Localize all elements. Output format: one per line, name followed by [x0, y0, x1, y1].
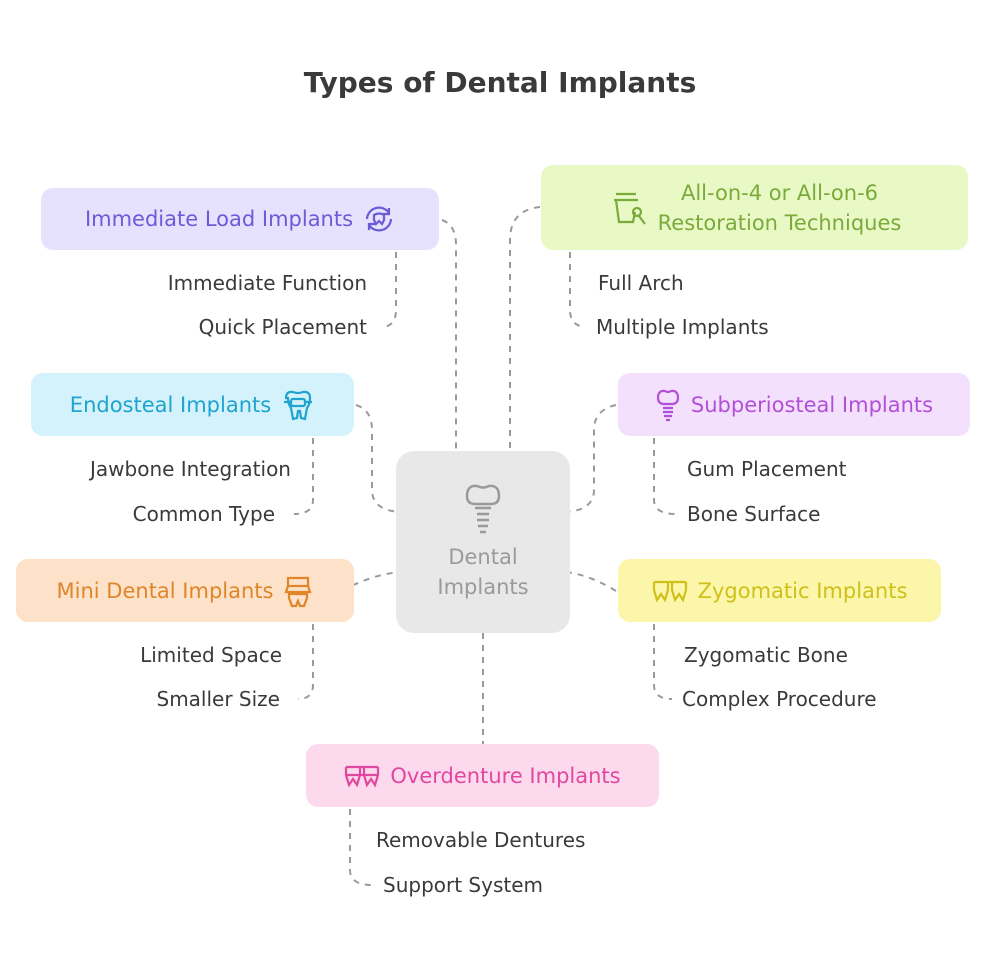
node-subperiosteal-implants[interactable]: Subperiosteal Implants: [618, 373, 970, 436]
leaf-multiple-implants: Multiple Implants: [596, 315, 769, 339]
center-label-line1: Dental: [448, 545, 518, 569]
leaf-smaller-size: Smaller Size: [156, 687, 281, 711]
leaf-zygomatic-bone: Zygomatic Bone: [684, 643, 848, 667]
node-overdenture-implants[interactable]: Overdenture Implants: [306, 744, 659, 807]
tooth-braces-icon: [284, 390, 313, 420]
dental-implant-icon: [465, 484, 501, 534]
node-mini-dental-implants[interactable]: Mini Dental Implants: [16, 559, 354, 622]
leaf-common-type: Common Type: [132, 502, 275, 526]
leaf-support-system: Support System: [383, 873, 543, 897]
node-label: Subperiosteal Implants: [690, 392, 934, 417]
mini-tooth-icon: [284, 576, 312, 607]
node-label: Overdenture Implants: [390, 763, 621, 788]
node-endosteal-implants[interactable]: Endosteal Implants: [31, 373, 354, 436]
leaf-quick-placement: Quick Placement: [198, 315, 367, 339]
leaf-removable-dentures: Removable Dentures: [376, 828, 586, 852]
center-label-line2: Implants: [437, 575, 529, 599]
tooth-rotate-icon: [365, 206, 393, 232]
diagram-title: Types of Dental Implants: [303, 66, 697, 99]
node-label: Endosteal Implants: [69, 392, 272, 417]
node-zygomatic-implants[interactable]: Zygomatic Implants: [618, 559, 941, 622]
crown-tool-icon: [613, 192, 646, 225]
node-label: Mini Dental Implants: [56, 578, 274, 603]
leaf-full-arch: Full Arch: [598, 271, 684, 295]
node-immediate-load-implants[interactable]: Immediate Load Implants: [41, 188, 439, 250]
leaf-jawbone-integration: Jawbone Integration: [90, 457, 291, 481]
leaf-gum-placement: Gum Placement: [687, 457, 847, 481]
central-node-dental-implants: Dental Implants: [396, 451, 570, 633]
implant-screw-icon: [656, 389, 680, 421]
leaf-bone-surface: Bone Surface: [687, 502, 821, 526]
leaf-complex-procedure: Complex Procedure: [682, 687, 877, 711]
node-label: Immediate Load Implants: [84, 207, 354, 231]
node-label-line2: Restoration Techniques: [657, 210, 902, 235]
node-label-line1: All-on-4 or All-on-6: [680, 180, 879, 205]
node-label: Zygomatic Implants: [697, 578, 908, 603]
teeth-row-icon: [652, 580, 687, 603]
leaf-limited-space: Limited Space: [140, 643, 282, 667]
leaf-immediate-function: Immediate Function: [167, 271, 367, 295]
node-all-on-4-restoration[interactable]: All-on-4 or All-on-6 Restoration Techniq…: [541, 165, 968, 250]
dentures-icon: [345, 765, 380, 788]
